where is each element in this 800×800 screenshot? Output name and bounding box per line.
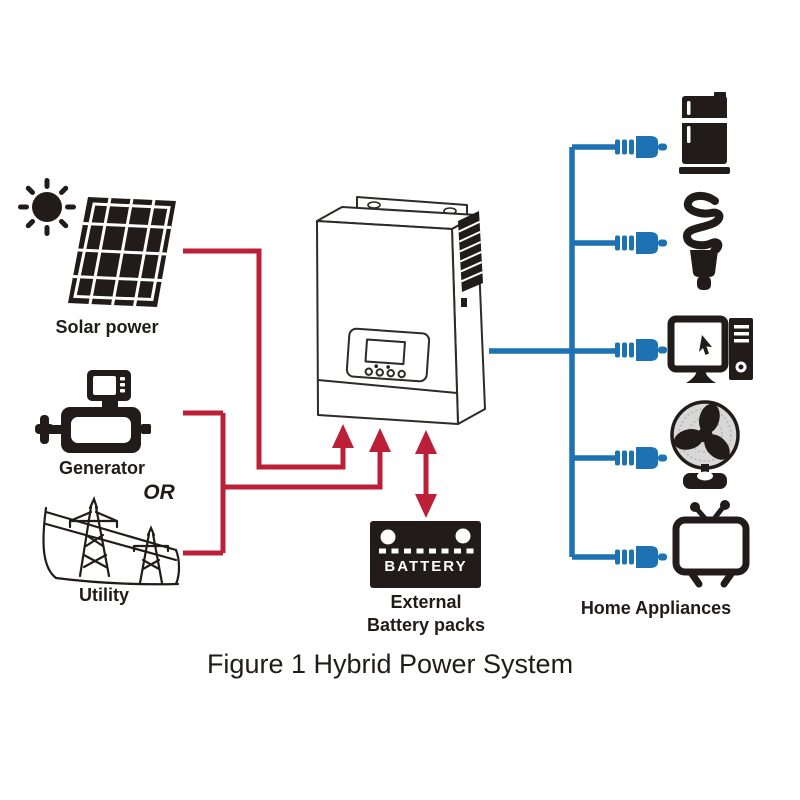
dc-ac-input-lines [183, 248, 437, 556]
power-plug-icon [615, 339, 667, 361]
battery-panel-label: BATTERY [384, 558, 468, 575]
or-label: OR [143, 481, 175, 504]
hybrid-inverter-icon [316, 196, 486, 425]
ac-output-lines [489, 136, 667, 568]
table-fan-icon [670, 400, 740, 489]
desktop-computer-icon [667, 315, 753, 383]
generator-icon [35, 370, 151, 453]
figure-caption: Figure 1 Hybrid Power System [206, 649, 574, 679]
generator-label: Generator [58, 458, 146, 478]
cfl-bulb-icon [683, 192, 724, 290]
power-plug-icon [615, 232, 667, 254]
solar-panel-icon [68, 197, 176, 307]
refrigerator-icon [679, 92, 730, 174]
appliance-branch-lines [572, 144, 615, 560]
solar-input-line [183, 248, 346, 470]
battery-link-down-arrowhead [415, 494, 437, 518]
generator-utility-bus-line [183, 410, 383, 556]
bus-input-arrowhead [369, 428, 391, 452]
power-pylons-icon [42, 495, 181, 586]
power-plug-icon [615, 447, 667, 469]
power-plug-icon [615, 546, 667, 568]
inverter-display-panel [345, 327, 431, 383]
utility-label: Utility [78, 585, 130, 605]
television-icon [672, 500, 750, 588]
home-appliances-label: Home Appliances [580, 598, 732, 618]
power-plug-icon [615, 136, 667, 158]
solar-power-label: Solar power [55, 317, 159, 337]
battery-link-up-arrowhead [415, 430, 437, 454]
solar-input-arrowhead [332, 424, 354, 448]
sun-icon [18, 178, 76, 236]
battery-icon [370, 521, 481, 588]
external-battery-label-line1: External [390, 592, 462, 612]
external-battery-label-line2: Battery packs [366, 615, 486, 635]
